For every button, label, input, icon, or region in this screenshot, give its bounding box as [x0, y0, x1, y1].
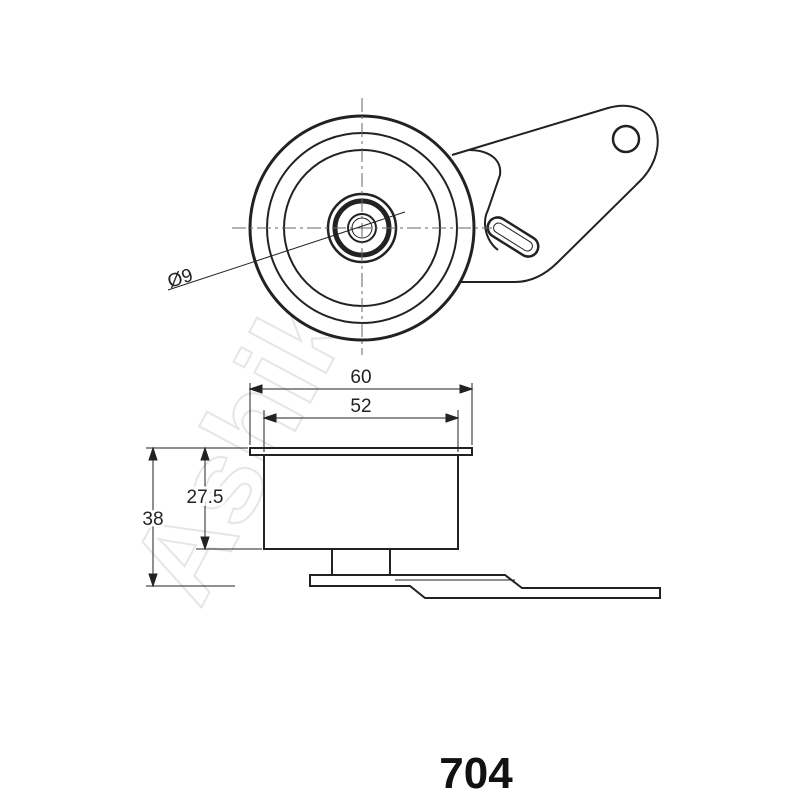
roller-flange — [249, 447, 473, 456]
mounting-bracket — [451, 104, 659, 283]
outer-width-label: 60 — [350, 367, 371, 388]
pivot-hole — [611, 124, 641, 154]
part-number: 704 — [439, 749, 513, 798]
bore-diameter-label: Ø9 — [165, 265, 196, 293]
total-height-label: 38 — [142, 509, 163, 530]
roller-height-label: 27.5 — [187, 487, 224, 508]
bracket-inner-edge — [467, 149, 502, 251]
adjustment-slot — [486, 216, 540, 258]
top-view — [167, 98, 659, 355]
hub — [331, 548, 391, 576]
dimension-lines — [146, 383, 474, 588]
inner-width-label: 52 — [350, 396, 371, 417]
roller-body — [263, 454, 459, 550]
base-plate — [309, 574, 661, 599]
bore-leader-line — [167, 211, 406, 291]
side-view — [249, 447, 661, 599]
